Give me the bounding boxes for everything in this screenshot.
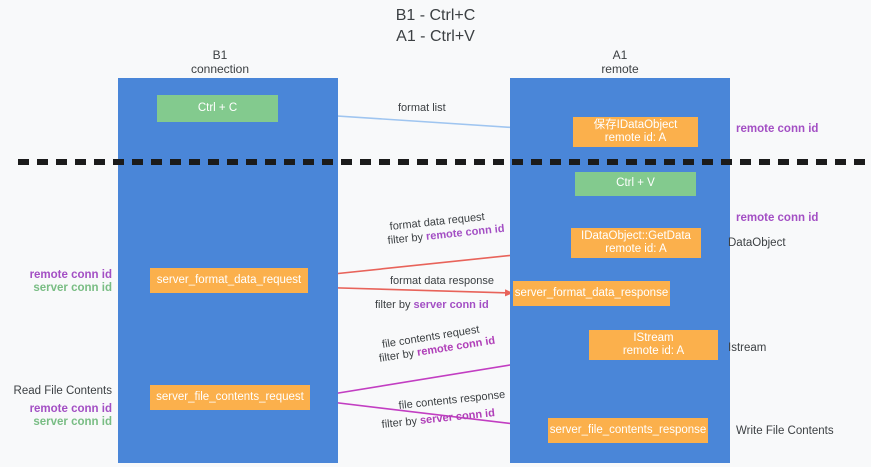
note-write-file-contents: Write File Contents [736, 425, 834, 437]
note-remote-conn-id-getdata: remote conn id [736, 212, 819, 224]
note-left-remote-conn-id-2: remote conn id [29, 403, 112, 415]
note-left-remote-conn-id: remote conn id [29, 269, 112, 281]
label-format-data-response-line2: filter by server conn id [375, 298, 489, 312]
note-read-file-contents: Read File Contents [13, 385, 112, 397]
label-server-conn-id-key-2: server conn id [413, 299, 489, 311]
lane-header-a1: A1 remote [601, 48, 639, 76]
diagram-title: B1 - Ctrl+C A1 - Ctrl+V [395, 7, 476, 45]
note-dataobject: DataObject [728, 237, 786, 249]
note-remote-conn-id-top: remote conn id [736, 123, 819, 135]
box-ctrl-c[interactable]: Ctrl + C [157, 95, 278, 122]
note-left-server-conn-id: server conn id [33, 282, 112, 294]
label-filter-by-prefix-4: filter by [381, 414, 421, 431]
lane-header-b1: B1 connection [190, 48, 250, 76]
box-idataobject[interactable]: 保存IDataObject remote id: A [573, 117, 698, 147]
box-server-format-data-response[interactable]: server_format_data_response [513, 281, 670, 306]
box-server-file-contents-response[interactable]: server_file_contents_response [548, 418, 708, 443]
label-format-list: format list [398, 102, 446, 114]
note-left-server-conn-id-2: server conn id [33, 416, 112, 428]
arrow-file-contents-response [313, 399, 549, 431]
box-server-file-contents-request[interactable]: server_file_contents_request [150, 385, 310, 410]
box-ctrl-v[interactable]: Ctrl + V [575, 172, 696, 196]
box-server-format-data-request[interactable]: server_format_data_request [150, 268, 308, 293]
box-istream[interactable]: IStream remote id: A [589, 330, 718, 360]
note-istream: Istream [728, 342, 767, 354]
label-filter-by-prefix-1: filter by [387, 230, 427, 247]
arrow-format-data-response [306, 286, 513, 297]
label-format-data-response-line1: format data response [390, 275, 494, 287]
label-filter-by-prefix-2: filter by [375, 299, 414, 311]
box-idataobject-getdata[interactable]: IDataObject::GetData remote id: A [571, 228, 701, 258]
